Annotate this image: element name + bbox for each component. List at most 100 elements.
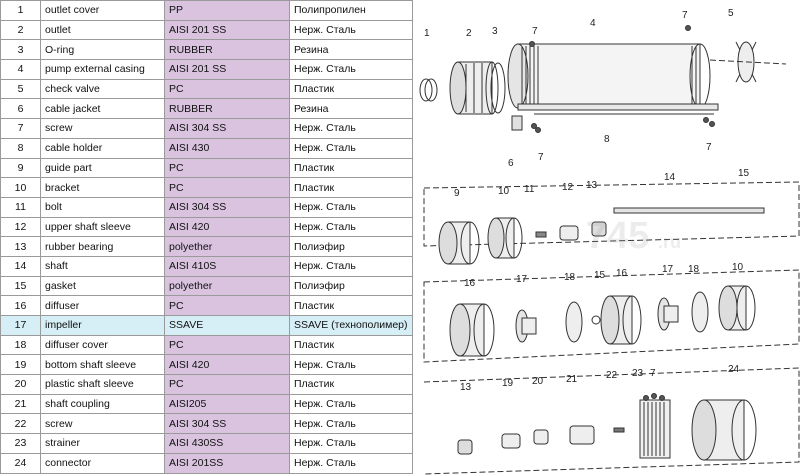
- part-callout-label: 9: [454, 188, 460, 199]
- strainer-part: [639, 399, 671, 459]
- bolt-part: [535, 231, 547, 238]
- part-callout-label: 10: [498, 186, 510, 197]
- part-material: polyether: [164, 236, 290, 257]
- part-material: PP: [164, 0, 290, 21]
- part-material: RUBBER: [164, 39, 290, 61]
- part-callout-label: 7: [682, 10, 688, 21]
- part-name: cable jacket: [40, 98, 165, 120]
- part-material: AISI 430SS: [164, 433, 290, 454]
- part-name: plastic shaft sleeve: [40, 374, 165, 395]
- part-material: AISI 410S: [164, 255, 290, 277]
- part-material-ru: Нерж. Сталь: [289, 196, 413, 218]
- connector-part: [691, 399, 757, 461]
- part-name: pump external casing: [40, 59, 165, 80]
- part-number: 16: [0, 295, 41, 316]
- shaft-coupling-part: [569, 425, 595, 445]
- part-number: 3: [0, 39, 41, 61]
- part-name: bolt: [40, 196, 165, 218]
- part-callout-label: 15: [738, 168, 750, 179]
- part-name: shaft coupling: [40, 393, 165, 415]
- part-number: 21: [0, 393, 41, 415]
- diffuser-part: [449, 303, 495, 357]
- cable-jacket-part: [511, 115, 523, 131]
- part-material-ru: SSAVE (технополимер): [289, 315, 413, 336]
- part-material: PC: [164, 374, 290, 395]
- part-callout-label: 15: [594, 270, 606, 281]
- part-material: PC: [164, 334, 290, 356]
- part-number: 4: [0, 59, 41, 80]
- part-callout-label: 1: [424, 28, 430, 39]
- part-number: 10: [0, 177, 41, 198]
- screw-parts-row4: [643, 393, 665, 401]
- screw-parts-row1: [529, 25, 715, 133]
- part-material: AISI 201 SS: [164, 19, 290, 41]
- bottom-shaft-sleeve-part: [501, 433, 521, 449]
- part-name: screw: [40, 118, 165, 139]
- part-material-ru: Полиэфир: [289, 236, 413, 257]
- part-material-ru: Нерж. Сталь: [289, 452, 413, 474]
- part-number: 14: [0, 255, 41, 277]
- part-material-ru: Резина: [289, 98, 413, 120]
- part-number: 1: [0, 0, 41, 21]
- part-name: check valve: [40, 78, 165, 100]
- part-callout-label: 11: [524, 184, 535, 195]
- part-material-ru: Нерж. Сталь: [289, 59, 413, 80]
- part-callout-label: 4: [590, 18, 596, 29]
- part-material-ru: Резина: [289, 39, 413, 61]
- part-callout-label: 7: [538, 152, 544, 163]
- diffuser-cover-part-2: [691, 291, 709, 333]
- shaft-part: [613, 207, 765, 214]
- part-material: AISI 420: [164, 216, 290, 238]
- part-material: AISI 304 SS: [164, 118, 290, 139]
- rubber-bearing-part-2: [457, 439, 473, 455]
- part-callout-label: 18: [688, 264, 700, 275]
- watermark: 745 .ru: [586, 215, 681, 257]
- upper-shaft-sleeve-part: [559, 225, 579, 241]
- svg-text:.ru: .ru: [658, 232, 681, 252]
- part-material: RUBBER: [164, 98, 290, 120]
- diffuser-part-2: [600, 295, 642, 345]
- part-callout-label: 18: [564, 272, 576, 283]
- part-callout-label: 7: [532, 26, 538, 37]
- outlet-part: [449, 61, 499, 115]
- part-material-ru: Пластик: [289, 157, 413, 179]
- part-name: outlet: [40, 19, 165, 41]
- part-name: guide part: [40, 157, 165, 179]
- part-material: AISI 201 SS: [164, 59, 290, 80]
- part-material: AISI205: [164, 393, 290, 415]
- part-callout-label: 3: [492, 26, 498, 37]
- o-ring-part: [490, 62, 506, 114]
- part-number: 15: [0, 275, 41, 297]
- part-name: impeller: [40, 315, 165, 336]
- part-callout-label: 13: [586, 180, 598, 191]
- part-callout-label: 17: [516, 274, 528, 285]
- part-name: rubber bearing: [40, 236, 165, 257]
- part-callout-label: 6: [508, 158, 514, 169]
- part-name: bracket: [40, 177, 165, 198]
- part-name: O-ring: [40, 39, 165, 61]
- part-material: PC: [164, 78, 290, 100]
- rubber-bearing-part: [591, 221, 607, 237]
- part-material: SSAVE: [164, 315, 290, 336]
- part-material-ru: Полиэфир: [289, 275, 413, 297]
- part-number: 5: [0, 78, 41, 100]
- outlet-cover-part: [419, 78, 438, 102]
- part-number: 9: [0, 157, 41, 179]
- part-material-ru: Нерж. Сталь: [289, 216, 413, 238]
